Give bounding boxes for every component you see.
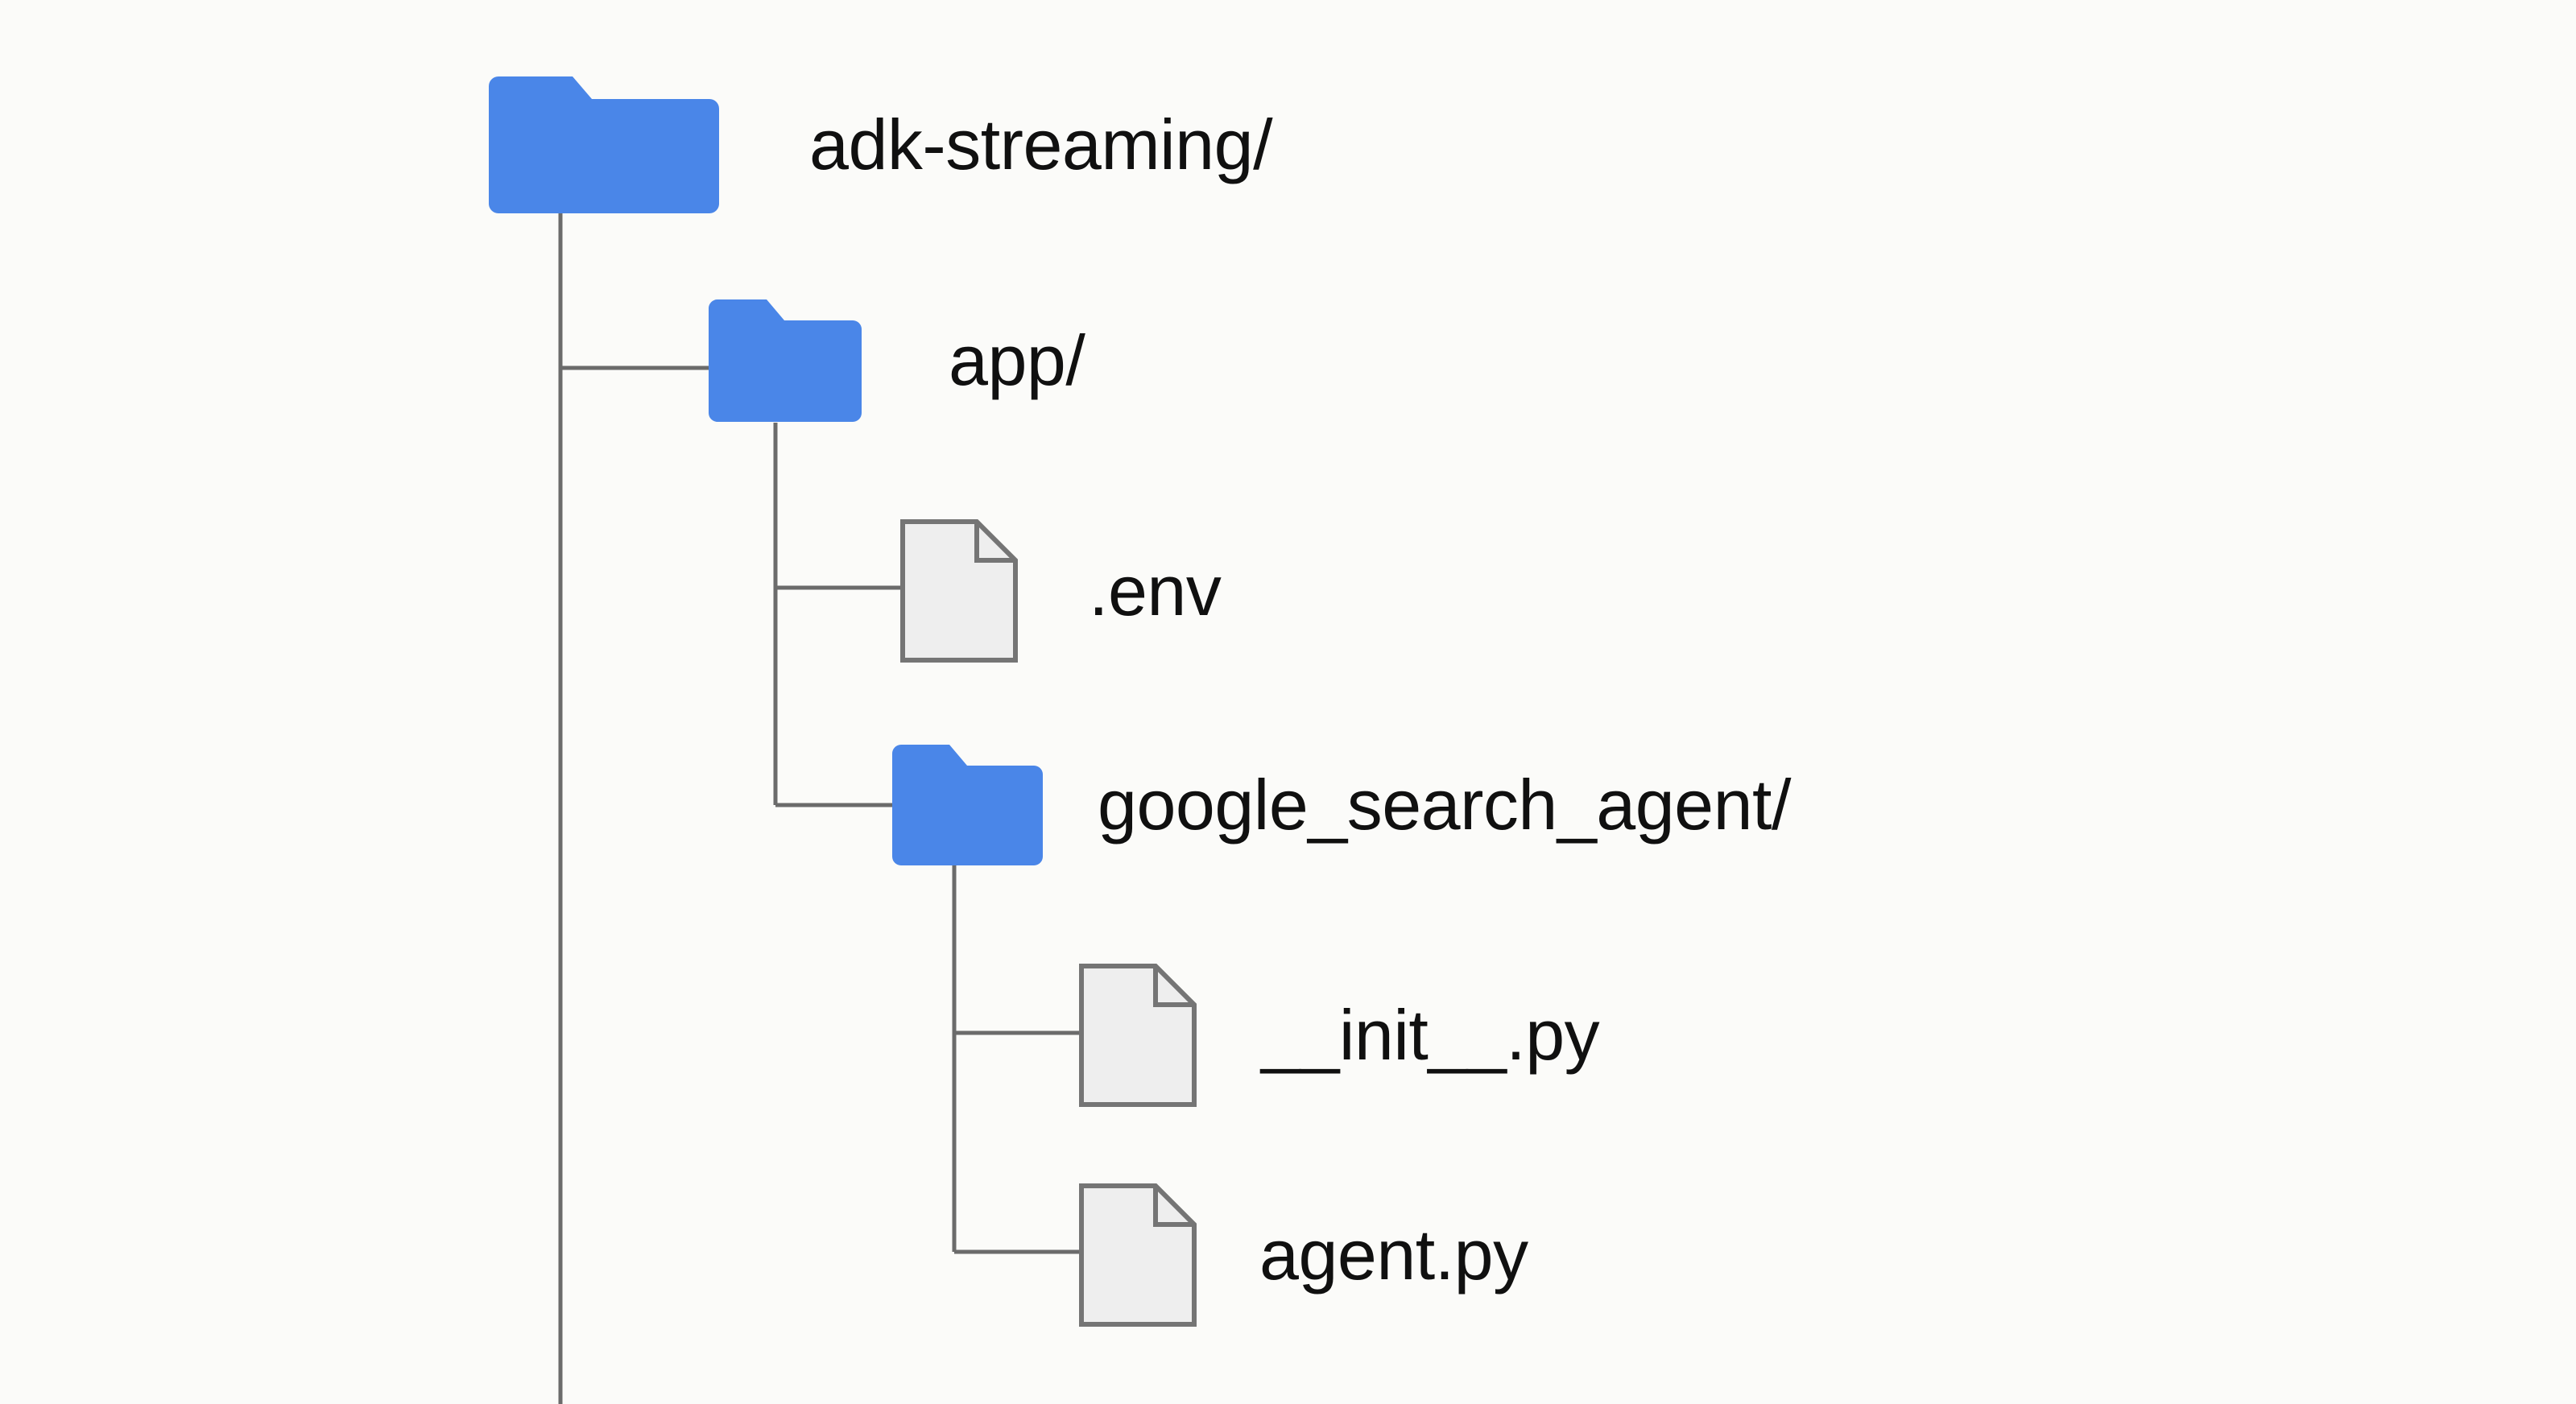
tree-node-adk-streaming[interactable]: adk-streaming/ bbox=[489, 76, 1273, 213]
tree-node-agent-py[interactable]: agent.py bbox=[1079, 1183, 1528, 1327]
tree-node-google-search-agent[interactable]: google_search_agent/ bbox=[892, 745, 1791, 865]
tree-node-label: __init__.py bbox=[1261, 995, 1600, 1075]
folder-icon bbox=[489, 76, 719, 213]
tree-node-label: agent.py bbox=[1259, 1215, 1528, 1295]
file-icon bbox=[1079, 1183, 1197, 1327]
tree-node-env[interactable]: .env bbox=[900, 519, 1222, 663]
tree-node-app[interactable]: app/ bbox=[709, 299, 1085, 422]
folder-icon bbox=[709, 299, 862, 422]
tree-node-label: google_search_agent/ bbox=[1098, 765, 1791, 844]
folder-icon bbox=[892, 745, 1043, 865]
tree-node-label: app/ bbox=[949, 320, 1085, 400]
tree-node-init-py[interactable]: __init__.py bbox=[1079, 964, 1600, 1107]
file-icon bbox=[1079, 964, 1197, 1107]
tree-node-label: .env bbox=[1089, 551, 1222, 630]
file-icon bbox=[900, 519, 1018, 663]
tree-node-label: adk-streaming/ bbox=[809, 105, 1273, 184]
